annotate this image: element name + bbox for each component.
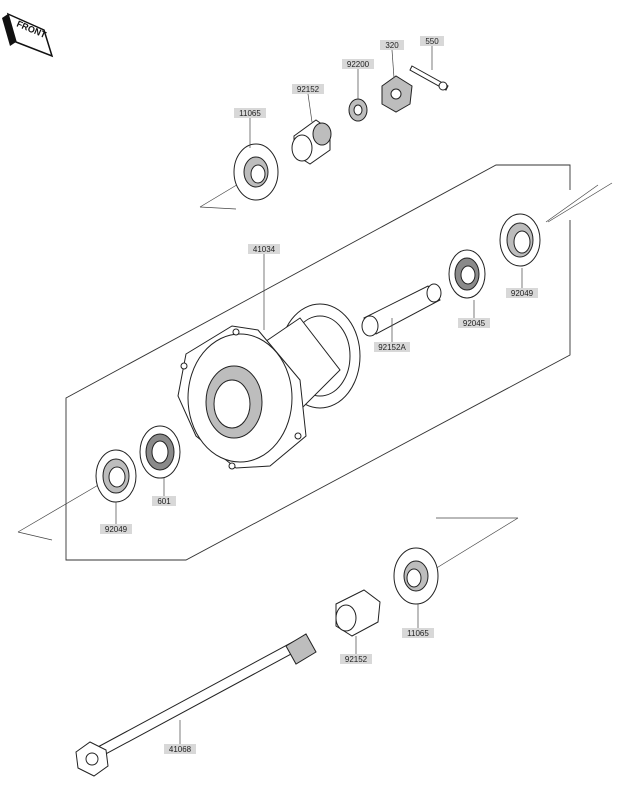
part-number-320: 320 — [385, 41, 399, 50]
cotter-pin-part — [409, 65, 449, 91]
part-number-92049-left: 92049 — [105, 525, 128, 534]
bearing-92045-part — [448, 249, 486, 299]
oil-seal-92049-left-part — [95, 449, 137, 503]
part-label-550: 550 — [420, 36, 444, 46]
part-number-92200: 92200 — [347, 60, 370, 69]
part-number-92152a: 92152A — [378, 343, 406, 352]
part-label-41068: 41068 — [164, 744, 196, 754]
top-axis-line — [199, 182, 241, 210]
part-label-11065-top: 11065 — [234, 108, 266, 118]
oil-seal-92049-right-part — [499, 213, 541, 267]
part-label-92200: 92200 — [342, 59, 374, 69]
spacer-92152-bottom-part — [335, 589, 381, 637]
part-number-601: 601 — [157, 497, 171, 506]
part-number-92152-top: 92152 — [297, 85, 320, 94]
part-label-601: 601 — [152, 496, 176, 506]
part-label-11065-bottom: 11065 — [402, 628, 434, 638]
part-number-92049-right: 92049 — [511, 289, 534, 298]
castle-nut-part — [381, 75, 413, 113]
washer-11065-top-part — [233, 143, 279, 201]
bearing-601-part — [139, 425, 181, 479]
spacer-92152-top-part — [291, 119, 332, 165]
part-number-92152-bottom: 92152 — [345, 655, 368, 664]
spacer-tube-92152a-part — [361, 283, 442, 337]
collar-92200-part — [348, 98, 368, 122]
part-number-550: 550 — [425, 37, 439, 46]
part-label-92049-left: 92049 — [100, 524, 132, 534]
hub-assembly-outline — [17, 164, 613, 561]
axle-41068-part — [75, 633, 317, 777]
washer-11065-bottom-part — [393, 547, 439, 605]
leader-lines — [115, 46, 523, 744]
part-number-11065-bottom: 11065 — [407, 629, 429, 638]
front-direction-badge: FRONT — [2, 12, 54, 58]
part-label-92045: 92045 — [458, 318, 490, 328]
part-label-92152-top: 92152 — [292, 84, 324, 94]
part-label-92152a: 92152A — [374, 342, 410, 352]
bottom-axis-line — [429, 517, 519, 573]
part-number-11065-top: 11065 — [239, 109, 261, 118]
part-number-41034: 41034 — [253, 245, 276, 254]
part-number-92045: 92045 — [463, 319, 486, 328]
hub-41034-part — [177, 303, 361, 470]
part-label-320: 320 — [380, 40, 404, 50]
part-label-41034: 41034 — [248, 244, 280, 254]
part-number-41068: 41068 — [169, 745, 192, 754]
part-label-92152-bottom: 92152 — [340, 654, 372, 664]
part-label-92049-right: 92049 — [506, 288, 538, 298]
